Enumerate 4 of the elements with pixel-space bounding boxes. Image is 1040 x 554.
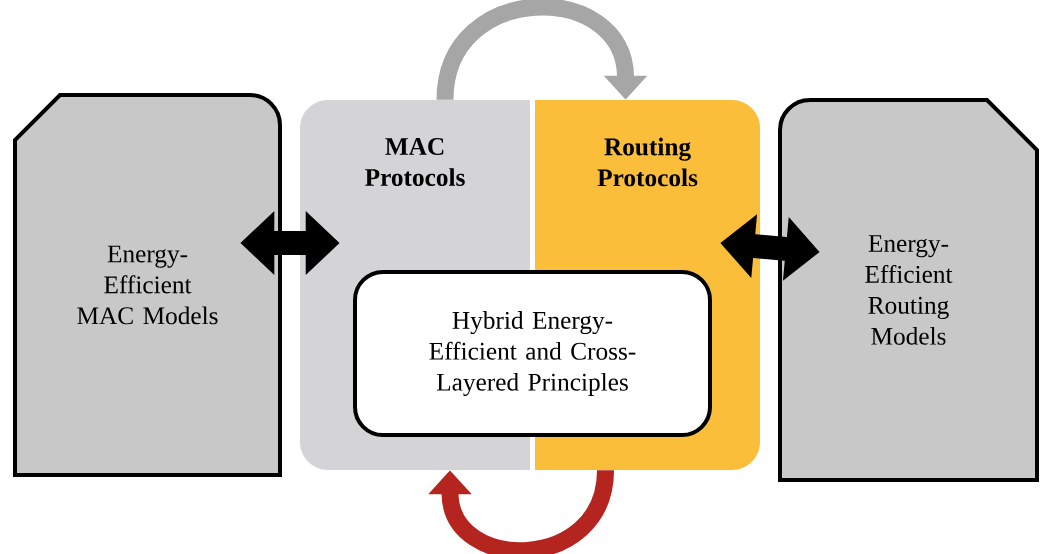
document-card: Energy- Efficient MAC Models bbox=[13, 93, 282, 477]
document-card: Energy- Efficient Routing Models bbox=[778, 98, 1039, 482]
arrow bbox=[436, 0, 648, 101]
principles-box: Hybrid Energy- Efficient and Cross- Layered Principles bbox=[353, 270, 712, 437]
